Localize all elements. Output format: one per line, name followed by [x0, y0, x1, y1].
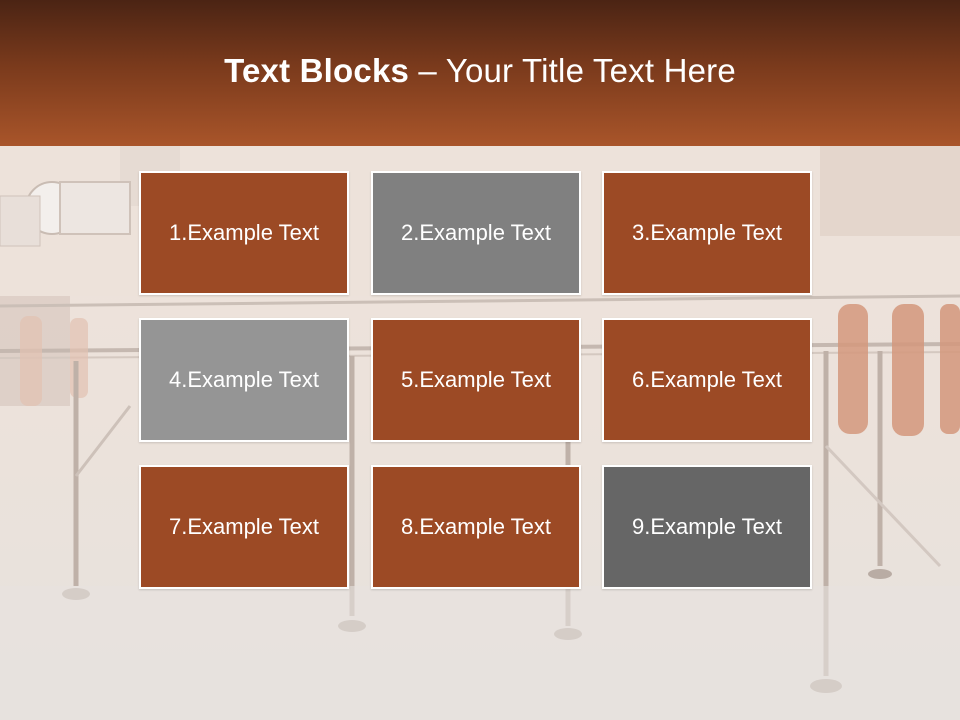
text-block-6[interactable]: 6.Example Text: [602, 318, 812, 442]
text-block-label: 5.Example Text: [400, 367, 551, 392]
text-block-label: 7.Example Text: [168, 514, 319, 539]
text-block-2[interactable]: 2.Example Text: [371, 171, 581, 295]
title-bar: Text Blocks – Your Title Text Here: [0, 0, 960, 146]
text-block-1[interactable]: 1.Example Text: [139, 171, 349, 295]
text-block-9[interactable]: 9.Example Text: [602, 465, 812, 589]
text-block-8[interactable]: 8.Example Text: [371, 465, 581, 589]
text-block-label: 2.Example Text: [400, 220, 551, 245]
text-block-label: 1.Example Text: [168, 220, 319, 245]
text-block-7[interactable]: 7.Example Text: [139, 465, 349, 589]
text-block-label: 6.Example Text: [631, 367, 782, 392]
text-block-3[interactable]: 3.Example Text: [602, 171, 812, 295]
title-dash: –: [409, 52, 446, 89]
text-block-grid: 1.Example Text 2.Example Text 3.Example …: [139, 171, 815, 594]
text-block-5[interactable]: 5.Example Text: [371, 318, 581, 442]
text-block-label: 9.Example Text: [631, 514, 782, 539]
text-block-label: 3.Example Text: [631, 220, 782, 245]
text-block-label: 8.Example Text: [400, 514, 551, 539]
title-bold: Text Blocks: [224, 52, 410, 89]
text-block-4[interactable]: 4.Example Text: [139, 318, 349, 442]
text-block-label: 4.Example Text: [168, 367, 319, 392]
slide-title: Text Blocks – Your Title Text Here: [0, 52, 960, 90]
title-rest: Your Title Text Here: [445, 52, 736, 89]
